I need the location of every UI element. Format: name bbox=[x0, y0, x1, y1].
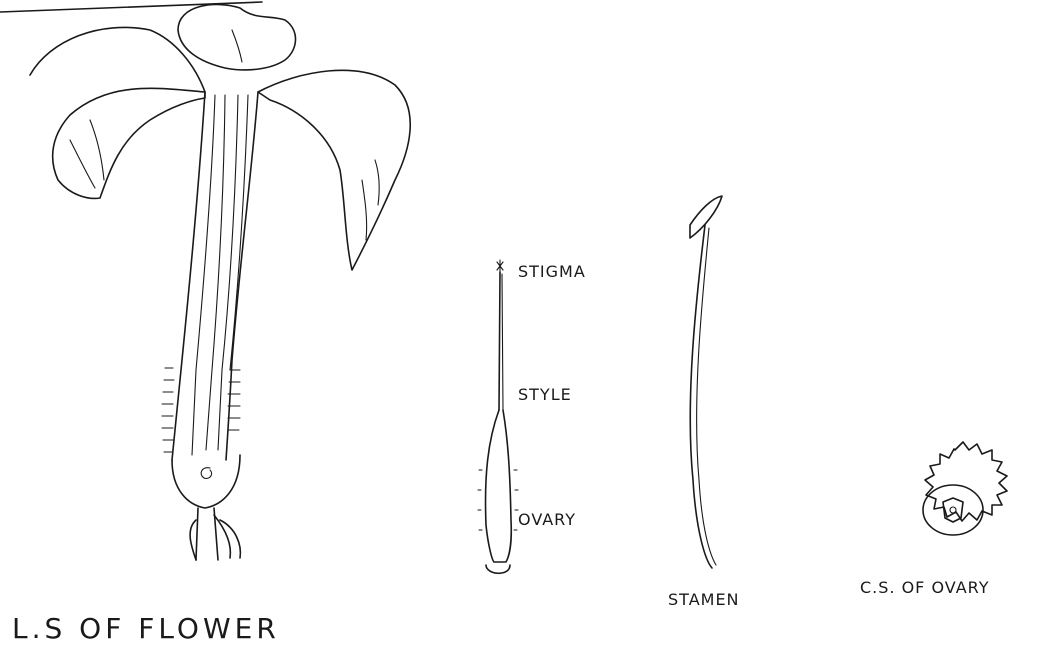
column-left bbox=[172, 92, 205, 460]
label-stamen: STAMEN bbox=[668, 590, 740, 609]
stigma-tip bbox=[497, 260, 503, 272]
right-petal-vein-2 bbox=[375, 160, 379, 205]
label-stigma: STIGMA bbox=[518, 262, 586, 281]
cs-ovary-drawing bbox=[923, 442, 1007, 535]
label-cs-ovary: C.S. OF OVARY bbox=[860, 578, 990, 597]
anther bbox=[690, 196, 722, 238]
cs-ovule-icon bbox=[950, 507, 956, 513]
ovary-hairs bbox=[478, 470, 518, 530]
right-petal bbox=[258, 70, 410, 270]
ovary-bulb bbox=[172, 455, 240, 508]
pistil-drawing bbox=[478, 260, 518, 573]
border-line bbox=[0, 2, 262, 12]
label-ls-flower: L.S OF FLOWER bbox=[12, 612, 280, 645]
column-right bbox=[226, 92, 258, 460]
ovule-icon bbox=[201, 468, 211, 479]
column-line-1 bbox=[192, 95, 215, 455]
label-style: STYLE bbox=[518, 385, 572, 404]
style-line bbox=[499, 272, 500, 410]
top-petal-vein bbox=[232, 30, 242, 62]
hairs-left bbox=[162, 368, 174, 452]
top-petal bbox=[178, 4, 296, 69]
left-petal-vein bbox=[70, 140, 95, 188]
cs-locule bbox=[943, 498, 963, 522]
ls-flower-drawing bbox=[30, 4, 410, 560]
column-line-3 bbox=[218, 95, 238, 450]
cs-inner-ring bbox=[923, 485, 983, 535]
pistil-ovary bbox=[486, 410, 512, 562]
left-petal-vein-2 bbox=[90, 120, 104, 180]
right-petal-vein bbox=[362, 180, 367, 240]
column-line-2 bbox=[206, 95, 225, 450]
style-line-2 bbox=[502, 274, 503, 410]
filament bbox=[690, 225, 712, 568]
bract-left bbox=[190, 520, 196, 560]
stamen-drawing bbox=[690, 196, 722, 568]
label-ovary: OVARY bbox=[518, 510, 576, 529]
pistil-base bbox=[486, 565, 510, 573]
cs-outer-ring bbox=[925, 442, 1007, 521]
left-petal bbox=[53, 88, 205, 198]
